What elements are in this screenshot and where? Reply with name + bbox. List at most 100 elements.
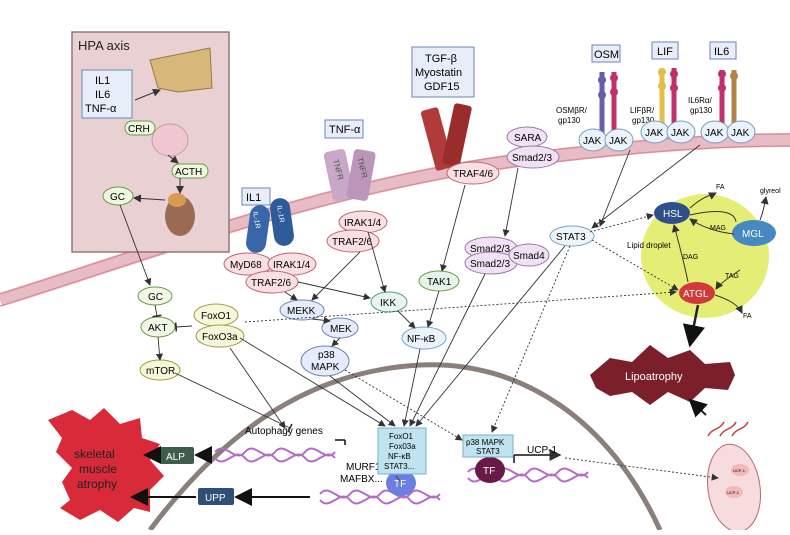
traf46-node: TRAF4/6	[453, 169, 493, 180]
diagram-label: JAK	[645, 128, 664, 139]
il1-receptor: IL-1R IL-1R	[246, 198, 294, 253]
tnf-title: TNF-α	[329, 124, 361, 136]
diagram-label: Lipid droplet	[627, 241, 671, 250]
diagram-label: IL-1R	[275, 205, 285, 223]
diagram-label: OSMβR/	[556, 106, 588, 115]
diagram-label: IL-1R	[251, 211, 261, 229]
dotted-arrows	[244, 213, 719, 481]
lipid-droplet: Lipid droplet HSL MGL ATGL FA glyreol MA…	[627, 184, 781, 348]
tak1-node: TAK1	[427, 277, 452, 288]
hpa-gc-label: GC	[110, 192, 125, 203]
diagram-label: LIF	[657, 46, 673, 58]
diagram-label: UCP-1	[727, 490, 740, 495]
hpa-cytokine-2: IL6	[95, 89, 110, 101]
diagram-label: Fox03a	[389, 442, 416, 451]
myd68-node: MyD68	[230, 260, 262, 271]
dna-ubiquitin	[319, 489, 441, 505]
traf26-top-node: TRAF2/6	[332, 237, 372, 248]
dna-autophagy	[214, 447, 336, 463]
tnf-receptor: TNFR TNFR	[323, 149, 376, 201]
pituitary-shape	[151, 123, 189, 157]
murf1-label: MURF1	[346, 462, 381, 473]
diagram-label: JAK	[731, 128, 750, 139]
ikk-node: IKK	[380, 298, 396, 309]
diagram-label: gp130	[690, 106, 713, 115]
foxo1-node: FoxO1	[201, 311, 231, 322]
hpa-title: HPA axis	[78, 38, 130, 53]
hsl-node: HSL	[663, 209, 683, 220]
irak14-top-node: IRAK1/4	[344, 218, 382, 229]
tf-left-label: TF	[394, 479, 406, 490]
tgf-line-2: Myostatin	[415, 67, 462, 79]
traf26-node: TRAF2/6	[251, 278, 291, 289]
diagram-label: TAG	[725, 273, 739, 280]
mek-node: MEK	[330, 324, 352, 335]
diagram-label: JAK	[671, 128, 690, 139]
sara-node: SARA	[514, 133, 542, 144]
diagram-label: FoxO1	[389, 432, 414, 441]
skeletal-atrophy-star: skeletal muscle atrophy	[48, 408, 164, 522]
p38-node-line1: p38	[318, 350, 335, 361]
diagram-label: JAK	[609, 136, 628, 147]
diagram-label: IL6	[714, 46, 729, 58]
hpa-axis-panel: HPA axis IL1 IL6 TNF-α CRH ACTH GC	[71, 31, 230, 253]
hpa-cytokine-3: TNF-α	[85, 103, 117, 115]
diagram-label: JAK	[705, 128, 724, 139]
nfkb-node: NF-κB	[407, 334, 436, 345]
acth-label: ACTH	[175, 167, 202, 178]
diagram-label: LIFβR/	[630, 106, 655, 115]
diagram-label: Lipoatrophy	[625, 371, 683, 383]
smad23-b-node: Smad2/3	[470, 259, 510, 270]
ucp1-label: UCP-1	[527, 445, 557, 456]
diagram-label: gp130	[632, 116, 655, 125]
signal-arrows	[119, 144, 701, 482]
osm-receptor: OSM OSMβR/ gp130	[556, 44, 621, 140]
mekk-node: MEKK	[287, 306, 316, 317]
mgl-node: MGL	[742, 229, 764, 240]
mitochondrion: UCP-1 UCP-1	[688, 398, 761, 533]
hypothalamus-shape	[149, 47, 213, 93]
tf-right-label: TF	[483, 466, 495, 477]
diagram-label: FA	[716, 184, 725, 191]
foxo3a-node: FoxO3a	[202, 332, 238, 343]
diagram-label: IL6Rα/	[688, 96, 713, 105]
mafbx-label: MAFBX...	[340, 474, 383, 485]
lipoatrophy-star: Lipoatrophy	[590, 345, 735, 405]
alp-label: ALP	[166, 452, 185, 463]
diagram-label: DAG	[683, 254, 698, 261]
il1-title: IL1	[246, 192, 261, 204]
lif-receptor: LIF LIFβR/ gp130	[630, 41, 679, 140]
diagram-label: MAG	[710, 225, 726, 232]
diagram-label: FA	[743, 313, 752, 320]
diagram-label: p38 MAPK	[466, 438, 505, 447]
diagram-label: NF-κB	[388, 452, 411, 461]
stat3-node: STAT3	[556, 232, 586, 243]
irak14-node: IRAK1/4	[273, 260, 311, 271]
diagram-label: UCP-1	[733, 468, 746, 473]
akt-node: AKT	[148, 323, 167, 334]
tgf-receptor	[420, 103, 472, 171]
upp-label: UPP	[205, 493, 226, 504]
hpa-cytokine-1: IL1	[95, 75, 110, 87]
smad23-node: Smad2/3	[512, 153, 552, 164]
diagram-label: muscle	[79, 462, 117, 476]
diagram-label: STAT3...	[384, 462, 414, 471]
diagram-label: gp130	[558, 116, 581, 125]
mtor-node: mTOR	[146, 366, 175, 377]
tgf-line-1: TGF-β	[425, 53, 457, 65]
smad23-a-node: Smad2/3	[470, 244, 510, 255]
diagram-label: JAK	[583, 136, 602, 147]
diagram-label: skeletal	[74, 447, 115, 461]
diagram-label: OSM	[594, 49, 619, 61]
p38-node-line2: MAPK	[311, 362, 340, 373]
diagram-label: atrophy	[77, 477, 117, 491]
diagram-label: STAT3	[476, 447, 500, 456]
diagram-label: glyreol	[760, 188, 781, 195]
nucleus-membrane	[148, 362, 663, 532]
jak-nodes: JAK JAK JAK JAK JAK JAK	[578, 120, 756, 152]
smad4-node: Smad4	[513, 251, 545, 262]
autophagy-label: Autophagy genes	[245, 426, 323, 437]
tgf-line-3: GDF15	[424, 81, 459, 93]
crh-label: CRH	[128, 124, 150, 135]
